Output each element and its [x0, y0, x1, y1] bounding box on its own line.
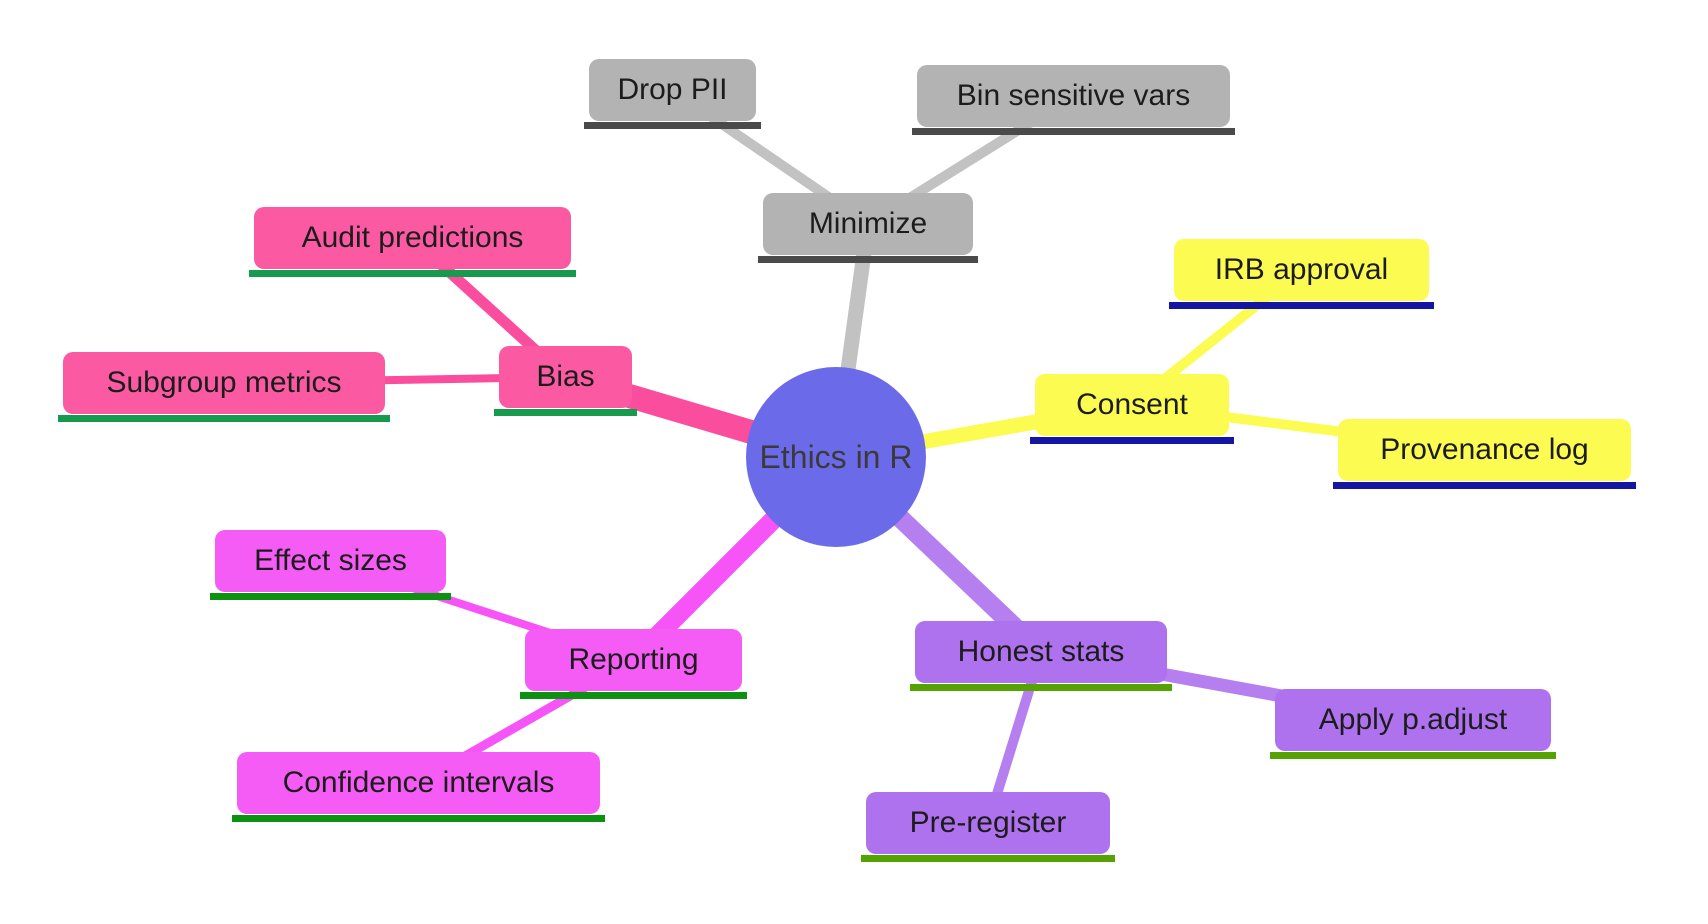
node-bias[interactable]: Bias — [494, 346, 637, 416]
node-consent[interactable]: Consent — [1030, 374, 1234, 444]
node-bias-underline — [494, 409, 637, 416]
node-reporting-underline — [520, 692, 747, 699]
node-reporting[interactable]: Reporting — [520, 629, 747, 699]
node-audit-predictions-label: Audit predictions — [301, 221, 524, 254]
node-central-topic[interactable]: Ethics in R — [746, 367, 926, 547]
node-audit-predictions[interactable]: Audit predictions — [249, 207, 576, 277]
node-bias-label: Bias — [536, 360, 595, 393]
node-irb-approval-label: IRB approval — [1214, 253, 1389, 286]
node-pre-register-underline — [861, 855, 1115, 862]
node-drop-pii[interactable]: Drop PII — [584, 59, 761, 129]
node-honest-stats-underline — [910, 684, 1172, 691]
node-irb-approval[interactable]: IRB approval — [1169, 239, 1434, 309]
node-consent-underline — [1030, 437, 1234, 444]
node-irb-approval-underline — [1169, 302, 1434, 309]
node-minimize[interactable]: Minimize — [758, 193, 978, 263]
node-bin-sensitive-vars-label: Bin sensitive vars — [956, 79, 1191, 112]
node-provenance-log-label: Provenance log — [1380, 433, 1589, 466]
node-confidence-intervals[interactable]: Confidence intervals — [232, 752, 605, 822]
node-subgroup-metrics[interactable]: Subgroup metrics — [58, 352, 390, 422]
node-effect-sizes-underline — [210, 593, 451, 600]
node-apply-p-adjust[interactable]: Apply p.adjust — [1270, 689, 1556, 759]
central-topic-label: Ethics in R — [759, 438, 913, 475]
node-drop-pii-label: Drop PII — [617, 73, 728, 106]
node-effect-sizes-label: Effect sizes — [254, 544, 407, 577]
node-audit-predictions-underline — [249, 270, 576, 277]
node-provenance-log[interactable]: Provenance log — [1333, 419, 1636, 489]
node-drop-pii-underline — [584, 122, 761, 129]
node-honest-stats[interactable]: Honest stats — [910, 621, 1172, 691]
node-consent-label: Consent — [1076, 388, 1188, 421]
node-bin-sensitive-vars-underline — [912, 128, 1235, 135]
node-effect-sizes[interactable]: Effect sizes — [210, 530, 451, 600]
node-apply-p-adjust-label: Apply p.adjust — [1318, 703, 1508, 736]
node-pre-register[interactable]: Pre-register — [861, 792, 1115, 862]
node-minimize-label: Minimize — [808, 207, 928, 240]
node-subgroup-metrics-label: Subgroup metrics — [106, 366, 342, 399]
node-apply-p-adjust-underline — [1270, 752, 1556, 759]
node-pre-register-label: Pre-register — [909, 806, 1067, 839]
node-honest-stats-label: Honest stats — [957, 635, 1125, 668]
node-reporting-label: Reporting — [568, 643, 699, 676]
node-subgroup-metrics-underline — [58, 415, 390, 422]
node-minimize-underline — [758, 256, 978, 263]
node-confidence-intervals-underline — [232, 815, 605, 822]
node-confidence-intervals-label: Confidence intervals — [282, 766, 555, 799]
node-provenance-log-underline — [1333, 482, 1636, 489]
node-bin-sensitive-vars[interactable]: Bin sensitive vars — [912, 65, 1235, 135]
